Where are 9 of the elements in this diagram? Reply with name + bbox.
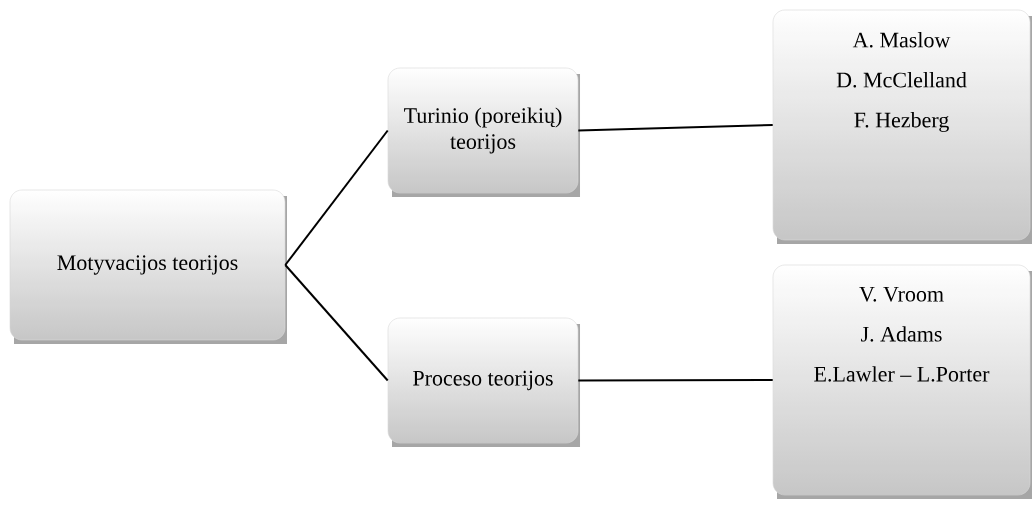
rounded-box: Motyvacijos teorijos — [9, 189, 287, 344]
connector-line — [577, 379, 774, 382]
rounded-box: V. Vroom J. Adams E.Lawler – L.Porter — [772, 264, 1032, 499]
rounded-box: Turinio (poreikių) teorijos — [387, 67, 580, 197]
connector-line — [577, 124, 774, 132]
connector-line — [284, 129, 389, 266]
rounded-box: Proceso teorijos — [387, 317, 580, 447]
rounded-box: A. Maslow D. McClelland F. Hezberg — [772, 9, 1032, 244]
connector-line — [284, 264, 389, 382]
